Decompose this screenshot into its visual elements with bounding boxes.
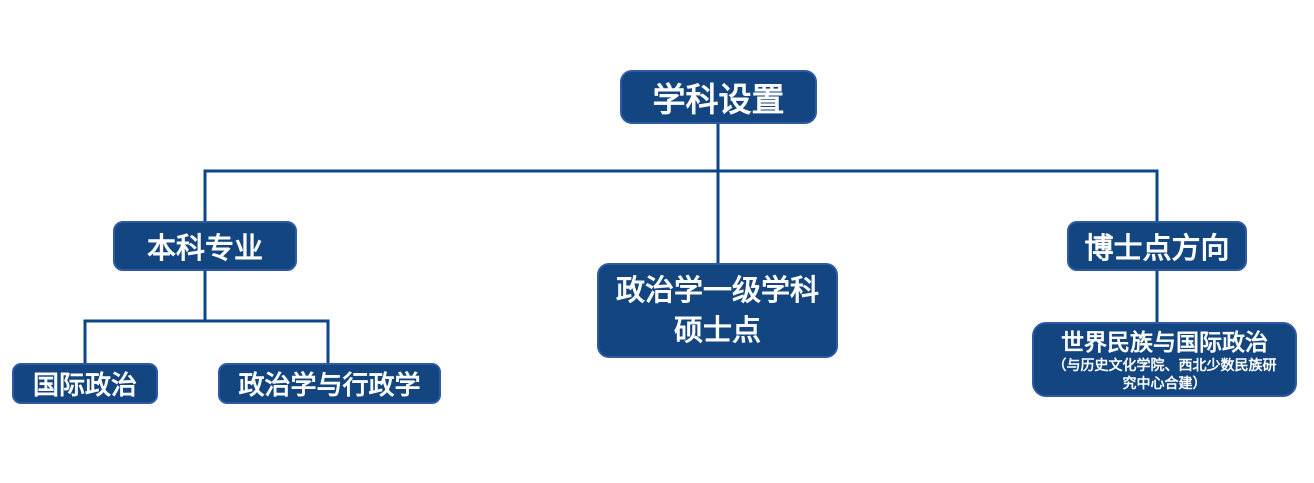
node-undergraduate-majors: 本科专业 — [113, 221, 297, 271]
node-discipline-setup-label: 学科设置 — [652, 81, 785, 118]
node-international-politics: 国际政治 — [12, 363, 158, 404]
node-world-ethnic-politics-label: 世界民族与国际政治 — [1061, 328, 1268, 355]
node-world-ethnic-politics-note: （与历史文化学院、西北少数民族研 究中心合建） — [1052, 356, 1277, 391]
node-politics-administration-label: 政治学与行政学 — [238, 370, 421, 400]
node-doctoral-directions: 博士点方向 — [1067, 221, 1247, 271]
node-discipline-setup: 学科设置 — [620, 70, 817, 124]
node-politics-administration: 政治学与行政学 — [218, 363, 441, 404]
node-undergraduate-majors-label: 本科专业 — [146, 233, 263, 265]
node-doctoral-directions-label: 博士点方向 — [1084, 233, 1230, 265]
node-world-ethnic-politics: 世界民族与国际政治 （与历史文化学院、西北少数民族研 究中心合建） — [1032, 322, 1297, 397]
node-masters-program-label: 政治学一级学科 硕士点 — [615, 274, 819, 347]
node-masters-program: 政治学一级学科 硕士点 — [597, 263, 838, 358]
node-international-politics-label: 国际政治 — [32, 370, 137, 400]
